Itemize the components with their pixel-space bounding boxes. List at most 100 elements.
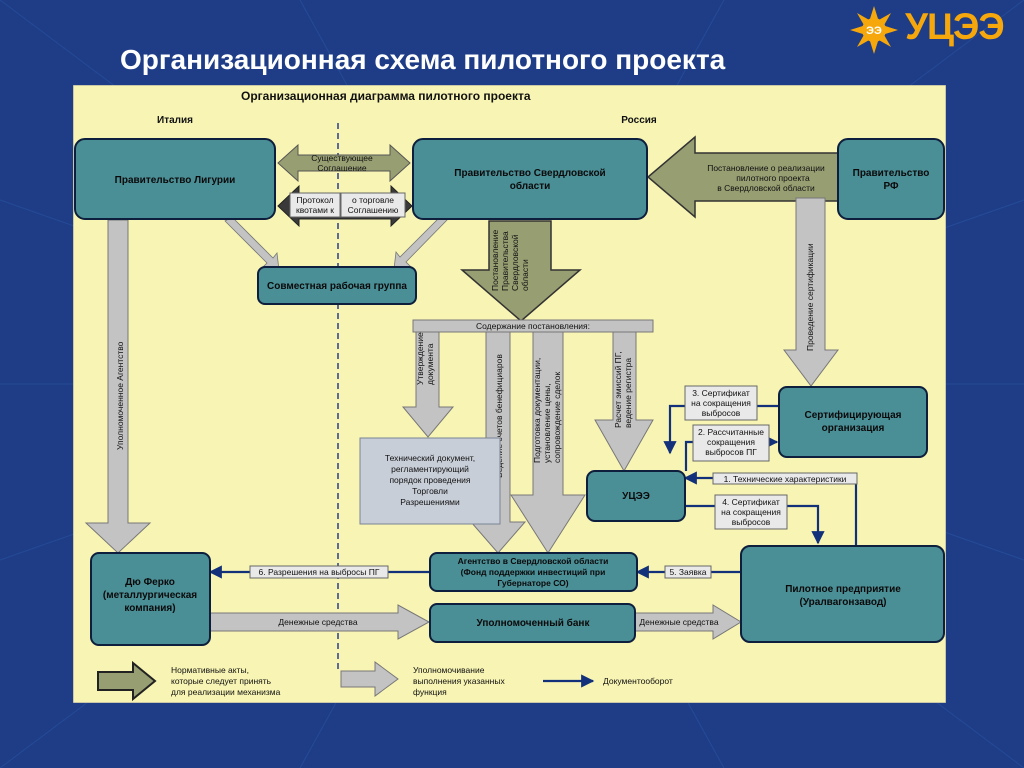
tech-doc-line2: регламентирующий bbox=[391, 464, 469, 474]
cert4-line1: 4. Сертификат bbox=[722, 497, 780, 507]
existing-agreement-label-2: Соглашение bbox=[317, 163, 366, 173]
cert4-line2: на сокращения bbox=[721, 507, 781, 517]
money-right-arrow bbox=[634, 604, 742, 640]
node-agency-label-2: (Фонд поддержки инвестиций при bbox=[461, 567, 606, 577]
legend-normative-line2: которые следует принять bbox=[171, 676, 272, 686]
node-working-group bbox=[257, 266, 417, 305]
resolution-content-label: Содержание постановления: bbox=[476, 321, 590, 331]
legend-normative-line1: Нормативные акты, bbox=[171, 665, 249, 675]
node-uceee bbox=[586, 470, 686, 522]
protocol-left-label: Протокол bbox=[296, 195, 333, 205]
node-liguria bbox=[74, 138, 276, 220]
existing-agreement-arrow bbox=[277, 143, 411, 183]
doc-approval-line2: документа bbox=[425, 343, 435, 385]
sv-res-line2: Правительства bbox=[500, 231, 510, 291]
authorized-agency-arrow bbox=[84, 219, 152, 554]
cert3-line1: 3. Сертификат bbox=[692, 388, 750, 398]
doc-preparation-arrow bbox=[510, 331, 586, 554]
region-italy: Италия bbox=[157, 115, 193, 126]
calc2-line2: сокращения bbox=[707, 437, 755, 447]
doc-prep-line2: установление цены, bbox=[542, 383, 552, 463]
region-russia: Россия bbox=[621, 115, 657, 126]
node-rf bbox=[837, 138, 945, 220]
rf-resolution-label: Постановление о реализации bbox=[707, 163, 825, 173]
emission-calc-text: Расчет эмиссий ПГ, ведение регистра bbox=[613, 351, 633, 428]
cert3-label-bg bbox=[684, 385, 758, 421]
calc2-line3: выбросов ПГ bbox=[705, 447, 757, 457]
uceee-logo-icon: ЭЭ bbox=[850, 6, 898, 54]
tech-doc-line1: Технический документ, bbox=[385, 453, 475, 463]
node-liguria-label: Правительство Лигурии bbox=[115, 175, 236, 186]
node-certifier-label-2: организация bbox=[822, 423, 885, 434]
request5-label-bg bbox=[664, 565, 712, 579]
node-rf-label-2: РФ bbox=[883, 181, 899, 192]
legend-authorization-arrow bbox=[340, 661, 399, 697]
liguria-to-group-arrow bbox=[224, 216, 280, 271]
node-sverdlovsk bbox=[412, 138, 648, 220]
doc-prep-line1: Подготовка документации, bbox=[532, 358, 542, 463]
sverdlovsk-resolution-arrow bbox=[459, 220, 583, 322]
node-bank bbox=[429, 603, 636, 643]
existing-agreement-label: Существующее bbox=[311, 153, 373, 163]
tech-doc-line5: Разрешениями bbox=[400, 497, 460, 507]
node-certifier-label: Сертифицирующая bbox=[804, 409, 901, 421]
legend-normative-line3: для реализации механизма bbox=[171, 687, 281, 697]
node-duferco-label-3: компания) bbox=[124, 603, 175, 614]
cert3-line3: выбросов bbox=[702, 408, 741, 418]
doc-approval-text: Утверждение документа bbox=[415, 332, 435, 385]
node-enterprise-label-2: (Уралвагонзавод) bbox=[799, 597, 886, 608]
org-diagram: Организационная диаграмма пилотного прое… bbox=[73, 85, 946, 703]
protocol-left-bg bbox=[289, 192, 341, 218]
legend-authorization-line1: Уполномочивание bbox=[413, 665, 485, 675]
rf-resolution-label-3: в Свердловской области bbox=[717, 183, 815, 193]
protocol-left-label-2: квотами к bbox=[296, 205, 334, 215]
sv-res-line4: области bbox=[520, 259, 530, 291]
node-tech-doc bbox=[359, 437, 501, 525]
node-duferco-label-2: (металлургическая bbox=[103, 590, 197, 601]
node-agency-label: Агентство в Свердловской области bbox=[458, 556, 609, 566]
logo-text: УЦЭЭ bbox=[905, 6, 1005, 47]
rf-resolution-label-2: пилотного проекта bbox=[736, 173, 810, 183]
tech-doc-line3: порядок проведения bbox=[389, 475, 470, 485]
cert3-line2: на сокращения bbox=[691, 398, 751, 408]
doc-preparation-text: Подготовка документации, установление це… bbox=[532, 358, 562, 463]
tech1-label-bg bbox=[712, 472, 858, 485]
money-left-label: Денежные средства bbox=[278, 617, 357, 627]
doc-approval-arrow bbox=[401, 331, 455, 438]
doc-prep-line3: сопровождение сделок bbox=[552, 371, 562, 463]
sv-res-line3: Свердловской bbox=[510, 234, 520, 291]
calc2-line1: 2. Рассчитанные bbox=[698, 427, 764, 437]
money-left-arrow bbox=[209, 604, 431, 640]
slide-title: Организационная схема пилотного проекта bbox=[120, 44, 726, 75]
cert4-label-bg bbox=[714, 494, 788, 530]
permits6-label-bg bbox=[249, 565, 389, 579]
emission-line2: ведение регистра bbox=[623, 358, 633, 428]
node-bank-label: Уполномоченный банк bbox=[477, 617, 591, 629]
cert4-line3: выбросов bbox=[732, 517, 771, 527]
node-certifier bbox=[778, 386, 928, 458]
beneficiary-accounts-label: Ведение счетов бенефициаров bbox=[494, 354, 504, 478]
sverdlovsk-to-group-arrow bbox=[393, 215, 449, 270]
node-uceee-label: УЦЭЭ bbox=[622, 491, 650, 502]
node-sverdlovsk-label: Правительство Свердловской bbox=[454, 168, 605, 179]
node-duferco bbox=[90, 552, 211, 646]
node-duferco-label: Дю Ферко bbox=[125, 577, 175, 588]
node-sverdlovsk-label-2: области bbox=[510, 180, 551, 192]
legend-docflow-label: Документооборот bbox=[603, 676, 673, 686]
tech1-label: 1. Технические характеристики bbox=[724, 474, 847, 484]
node-working-group-label: Совместная рабочая группа bbox=[267, 280, 407, 292]
tech-doc-line4: Торговли bbox=[412, 486, 448, 496]
sv-res-line1: Постановление bbox=[490, 230, 500, 291]
logo-mark: ЭЭ bbox=[866, 25, 882, 37]
protocol-right-bg bbox=[340, 192, 406, 218]
sverdlovsk-resolution-text: Постановление Правительства Свердловской… bbox=[490, 230, 530, 291]
legend-normative-arrow bbox=[97, 660, 157, 702]
money-right-label: Денежные средства bbox=[639, 617, 718, 627]
emission-calc-arrow bbox=[594, 331, 654, 473]
certification-arrow bbox=[783, 197, 839, 387]
node-agency-label-3: Губернаторе СО) bbox=[497, 578, 568, 588]
emission-line1: Расчет эмиссий ПГ, bbox=[613, 351, 623, 428]
legend-authorization-line2: выполнения указанных bbox=[413, 676, 505, 686]
protocol-right-label: о торговле bbox=[352, 195, 394, 205]
legend-authorization-line3: функция bbox=[413, 687, 447, 697]
